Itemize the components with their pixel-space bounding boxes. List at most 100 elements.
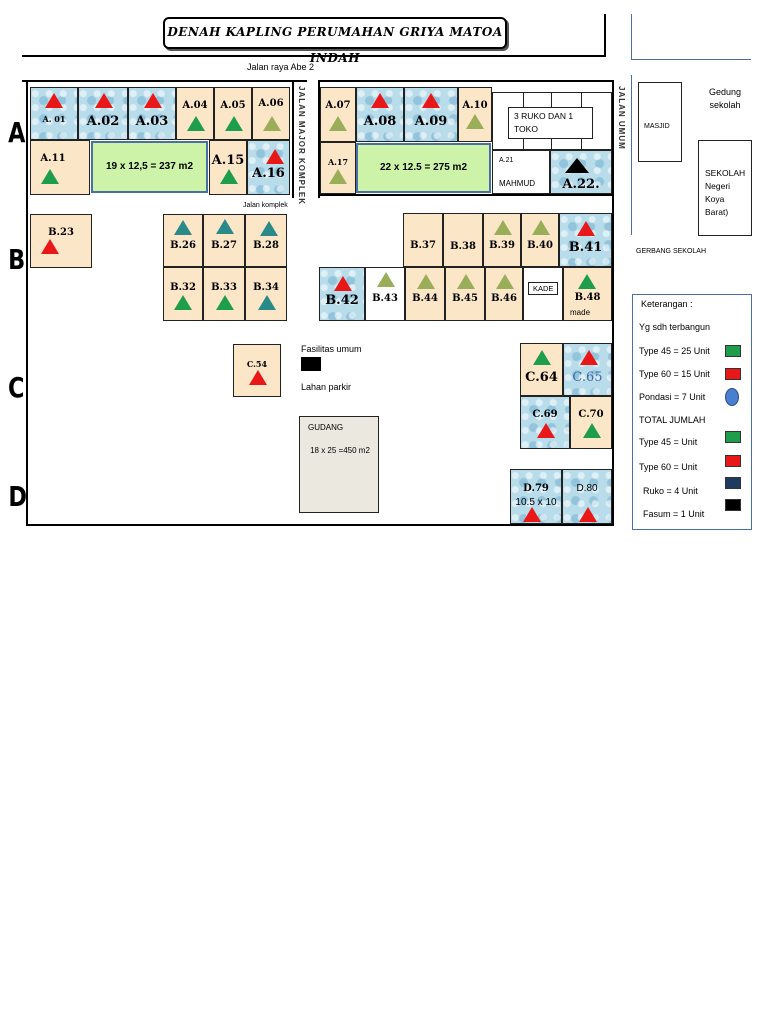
lot-a11[interactable]: A.11 [30, 140, 90, 195]
lot-a22[interactable]: A.22. [550, 150, 612, 194]
boundary-right [612, 80, 614, 526]
lot-label: B.46 [491, 293, 517, 304]
road-umum-label: JALAN UMUM [617, 86, 626, 150]
lot-b27[interactable]: B.27 [203, 214, 245, 267]
lot-label: A.16 [252, 166, 285, 181]
road-main-label: Jalan raya Abe 2 [247, 62, 315, 72]
status-marker [174, 220, 192, 235]
lot-a17[interactable]: A.17 [320, 142, 356, 194]
lot-a04[interactable]: A.04 [176, 87, 214, 140]
boundary-bottom [26, 524, 614, 526]
masjid-label: MASJID [644, 123, 670, 130]
lot-b38[interactable]: B.38 [443, 213, 483, 267]
road-komplek-label: Jalan komplek [243, 202, 288, 209]
status-marker [583, 423, 601, 438]
legend-type45-total: Type 45 = Unit [639, 437, 698, 447]
status-marker [523, 507, 541, 522]
lot-a15[interactable]: A.15 [209, 140, 247, 195]
lot-b44[interactable]: B.44 [405, 267, 445, 321]
lot-a06[interactable]: A.06 [252, 87, 290, 140]
lot-b46[interactable]: B.46 [485, 267, 523, 321]
lot-a09[interactable]: A.09 [404, 87, 458, 142]
lot-label: B.34 [253, 282, 279, 293]
status-marker [457, 274, 475, 289]
lot-b26[interactable]: B.26 [163, 214, 203, 267]
status-marker [377, 272, 395, 287]
road-umum-vline [631, 75, 632, 235]
status-marker [580, 350, 598, 365]
row-b-label: B [8, 243, 26, 276]
status-marker [41, 239, 59, 254]
lot-b41[interactable]: B.41 [559, 213, 612, 267]
lot-a16[interactable]: A.16 [247, 140, 290, 195]
right-frame-top [631, 14, 632, 60]
legend-navy-swatch [725, 477, 741, 489]
lot-b45[interactable]: B.45 [445, 267, 485, 321]
lot-label: D.79 [523, 483, 549, 494]
lot-c64[interactable]: C.64 [520, 343, 563, 396]
sekolah-label: SEKOLAH Negeri Koya Barat) [705, 168, 746, 217]
lot-a07[interactable]: A.07 [320, 87, 356, 142]
owner-label: MAHMUD [499, 179, 535, 188]
ruko-note: 3 RUKO DAN 1 TOKO [508, 107, 593, 139]
status-marker [329, 116, 347, 131]
lot-label: B.40 [527, 240, 553, 251]
lot-b39[interactable]: B.39 [483, 213, 521, 267]
lot-a08[interactable]: A.08 [356, 87, 404, 142]
gudang-label: GUDANG [308, 423, 344, 432]
lot-label: B.23 [48, 227, 74, 238]
parkir-label: Lahan parkir [301, 382, 352, 392]
status-marker [422, 93, 440, 108]
row-d-label: D [8, 480, 27, 513]
status-marker [41, 169, 59, 184]
lot-c70[interactable]: C.70 [570, 396, 612, 449]
lot-label: B.37 [410, 240, 436, 251]
status-marker [258, 295, 276, 310]
legend-built: Yg sdh terbangun [639, 322, 711, 332]
lot-label: C.70 [578, 409, 604, 420]
lot-b34[interactable]: B.34 [245, 267, 287, 321]
gudang-block[interactable]: GUDANG 18 x 25 =450 m2 [299, 416, 379, 513]
status-marker [45, 93, 63, 108]
ruko-block[interactable]: 3 RUKO DAN 1 TOKO [492, 92, 612, 151]
lot-a03[interactable]: A.03 [128, 87, 176, 140]
masjid-block[interactable]: MASJID [638, 82, 682, 162]
legend-fasum: Fasum = 1 Unit [643, 509, 705, 519]
lot-d80[interactable]: D.80 [562, 469, 612, 524]
lot-b23[interactable]: B.23 [30, 214, 92, 268]
status-marker [174, 295, 192, 310]
row-a-label: A [8, 116, 26, 149]
legend-red-swatch-2 [725, 455, 741, 467]
legend-type60-total: Type 60 = Unit [639, 462, 698, 472]
lot-b43[interactable]: B.43 [365, 267, 405, 321]
lot-b40[interactable]: B.40 [521, 213, 559, 267]
lot-c54[interactable]: C.54 [233, 344, 281, 397]
gerbang-label: GERBANG SEKOLAH [636, 248, 707, 255]
sekolah-block[interactable]: SEKOLAH Negeri Koya Barat) [698, 140, 752, 236]
lot-b33[interactable]: B.33 [203, 267, 245, 321]
status-marker [494, 220, 512, 235]
lot-c69[interactable]: C.69 [520, 396, 570, 449]
lot-a02[interactable]: A.02 [78, 87, 128, 140]
legend-panel: Keterangan : Yg sdh terbangun Type 45 = … [632, 294, 752, 530]
lot-label: A.10 [462, 100, 488, 111]
lot-a21[interactable]: A.21 MAHMUD [492, 150, 550, 194]
lot-label: B.26 [170, 240, 196, 251]
lot-b32[interactable]: B.32 [163, 267, 203, 321]
lot-label: C.69 [532, 409, 558, 420]
lot-c65[interactable]: C.65 [563, 343, 612, 396]
lot-kade[interactable]: KADE [523, 267, 563, 321]
road-divider-left [292, 82, 294, 198]
lot-b48[interactable]: B.48 made [563, 267, 612, 321]
lot-b37[interactable]: B.37 [403, 213, 443, 267]
lot-label: C.64 [525, 370, 558, 385]
boundary-left [26, 80, 28, 526]
lot-a05[interactable]: A.05 [214, 87, 252, 140]
lot-d79[interactable]: D.79 10.5 x 10 [510, 469, 562, 524]
lot-b28[interactable]: B.28 [245, 214, 287, 267]
lot-a10[interactable]: A.10 [458, 87, 492, 142]
boundary-top-right [318, 80, 612, 82]
fasum-marker [301, 357, 321, 371]
lot-b42[interactable]: B.42 [319, 267, 365, 321]
lot-a01[interactable]: A. 01 [30, 87, 78, 140]
